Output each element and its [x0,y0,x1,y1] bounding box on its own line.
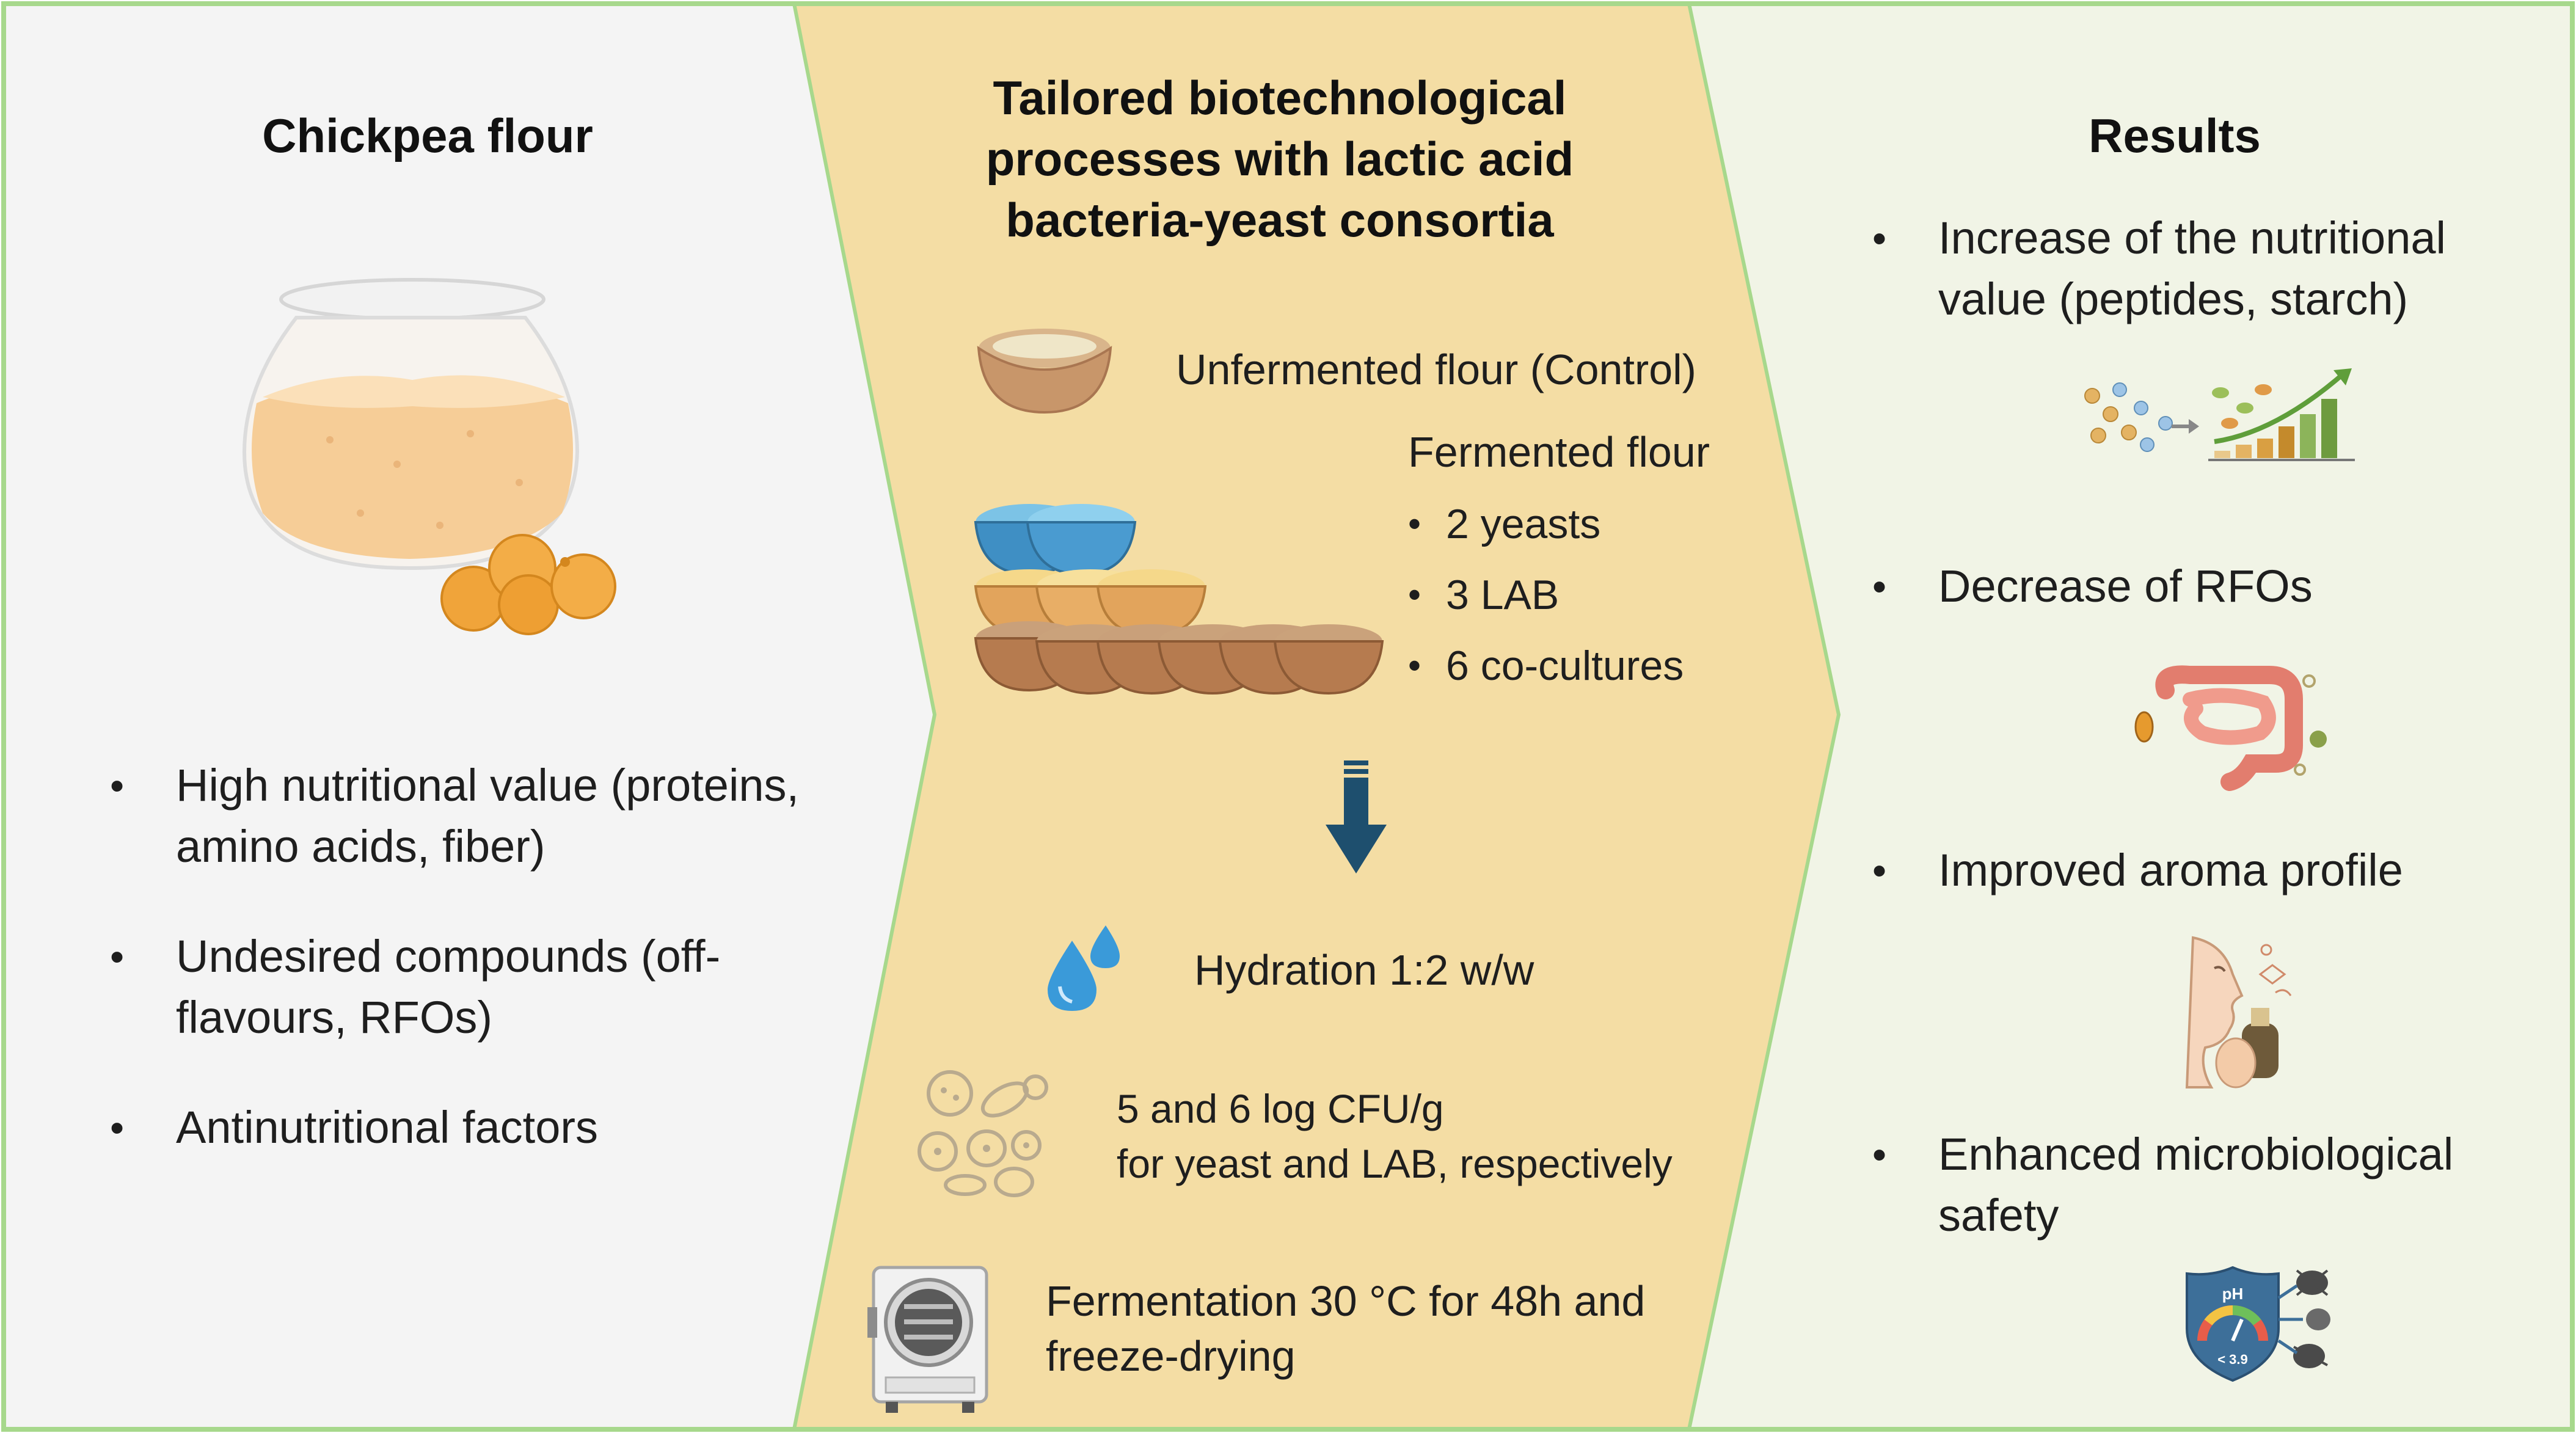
microorganisms-icon [918,1070,1048,1197]
result-nutritional-value: Increase of the nutritional value (pepti… [1872,208,2550,330]
gauge-value-label: < 3.9 [2217,1352,2248,1367]
left-bullet-nutritional-value: High nutritional value (proteins, amino … [110,755,819,877]
result-item-1-list: Increase of the nutritional value (pepti… [1872,208,2550,330]
left-bullet-antinutritional: Antinutritional factors [110,1097,819,1158]
fermented-label: Fermented flour [1408,428,1710,476]
gauge-ph-label: pH [2222,1285,2244,1303]
fermented-item-lab: 3 LAB [1408,560,1775,630]
flour-jar-icon [242,278,580,571]
peptides-growth-chart-icon [2084,368,2355,461]
ph-gauge-shield-icon: pH < 3.9 [2186,1266,2330,1382]
fermentation-line-2: freeze-drying [1046,1332,1296,1380]
chickpeas-icon [440,534,616,635]
left-bullet-list: High nutritional value (proteins, amino … [110,755,819,1158]
freeze-dryer-icon [867,1266,988,1413]
smelling-person-icon [2185,936,2292,1088]
left-panel-title: Chickpea flour [262,109,593,162]
inoculum-line-2: for yeast and LAB, respectively [1117,1141,1673,1186]
inoculum-line-1: 5 and 6 log CFU/g [1117,1086,1444,1131]
right-panel-title: Results [2089,109,2261,162]
water-drops-icon [1048,925,1120,1011]
fermented-item-cocultures: 6 co-cultures [1408,630,1775,701]
bacteria-icons [2293,1269,2330,1368]
down-arrow-icon [1326,760,1387,873]
result-item-3-list: Improved aroma profile [1872,840,2550,901]
flour-bowls-stack-icon [974,504,1384,695]
left-bullet-undesired-compounds: Undesired compounds (off-flavours, RFOs) [110,926,819,1048]
fermentation-line-1: Fermentation 30 °C for 48h and [1046,1277,1646,1325]
blue-bowls [974,504,1137,576]
fermented-item-yeasts: 2 yeasts [1408,489,1775,560]
control-label: Unfermented flour (Control) [1176,346,1696,393]
result-decrease-rfos: Decrease of RFOs [1872,556,2550,617]
flour-bowl-icon [977,329,1112,414]
result-item-2-list: Decrease of RFOs [1872,556,2550,617]
left-panel [4,4,935,1429]
middle-panel-title: Tailored biotechnological processes with… [985,71,1574,247]
brown-bowls [974,621,1384,695]
result-microbiological-safety: Enhanced microbiological safety [1872,1124,2563,1246]
hydration-label: Hydration 1:2 w/w [1194,946,1534,994]
result-aroma-profile: Improved aroma profile [1872,840,2550,901]
result-item-4-list: Enhanced microbiological safety [1872,1124,2563,1246]
fermented-flour-list: 2 yeasts 3 LAB 6 co-cultures [1408,489,1775,701]
intestine-icon [2134,665,2327,791]
